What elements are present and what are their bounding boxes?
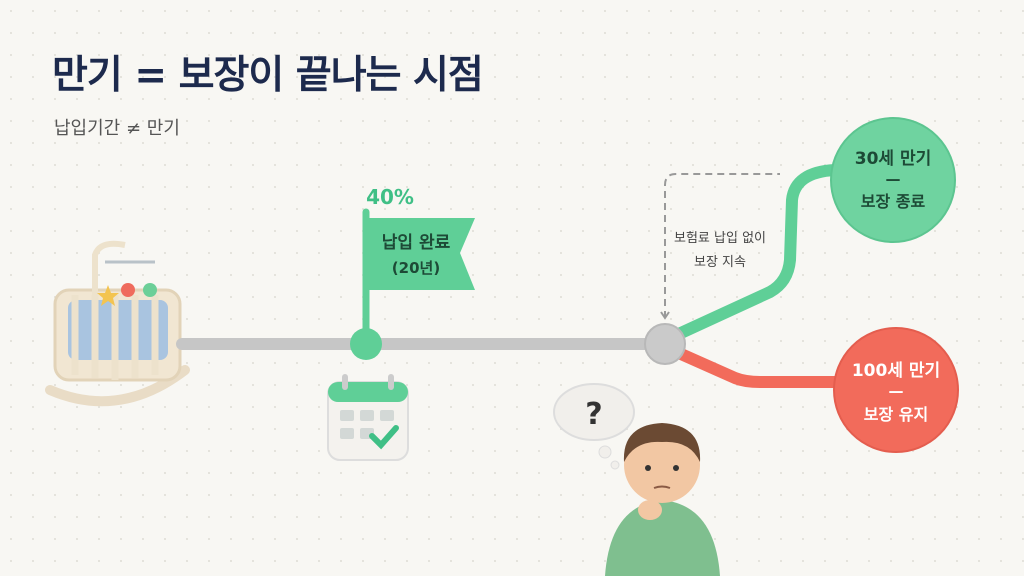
question-mark-icon: ? [585,397,602,432]
confused-person-illustration [605,423,720,576]
thought-bubble: ? [553,383,635,470]
dashed-connector [664,173,780,318]
cradle-icon [45,240,190,407]
flag-line1: 납입 완료 [382,233,451,253]
milestone-node [350,328,382,360]
outcome-100-dash: — [889,382,904,400]
outcome-30-line1: 30세 만기 [855,149,932,169]
arrow-down-icon [660,311,670,320]
calendar-icon [327,374,409,461]
outcome-30-line2: 보장 종료 [861,192,926,211]
branch-30-line [664,164,841,344]
note-line2: 보장 지속 [694,255,746,270]
milestone-percent: 40% [366,185,414,209]
outcome-100-line2: 보장 유지 [864,405,928,424]
branch-node [644,323,686,365]
outcome-30-dash: — [886,170,901,188]
outcome-100-line1: 100세 만기 [852,361,940,381]
page-title: 만기 = 보장이 끝나는 시점 [52,53,484,98]
outcome-100-circle: 100세 만기 — 보장 유지 [833,327,959,453]
flag-line2: (20년) [392,259,440,277]
page-subtitle: 납입기간 ≠ 만기 [54,118,180,139]
branch-100-line [666,344,846,388]
outcome-30-circle: 30세 만기 — 보장 종료 [830,117,956,243]
note-line1: 보험료 납입 없이 [674,231,766,246]
flag-icon [368,218,475,290]
